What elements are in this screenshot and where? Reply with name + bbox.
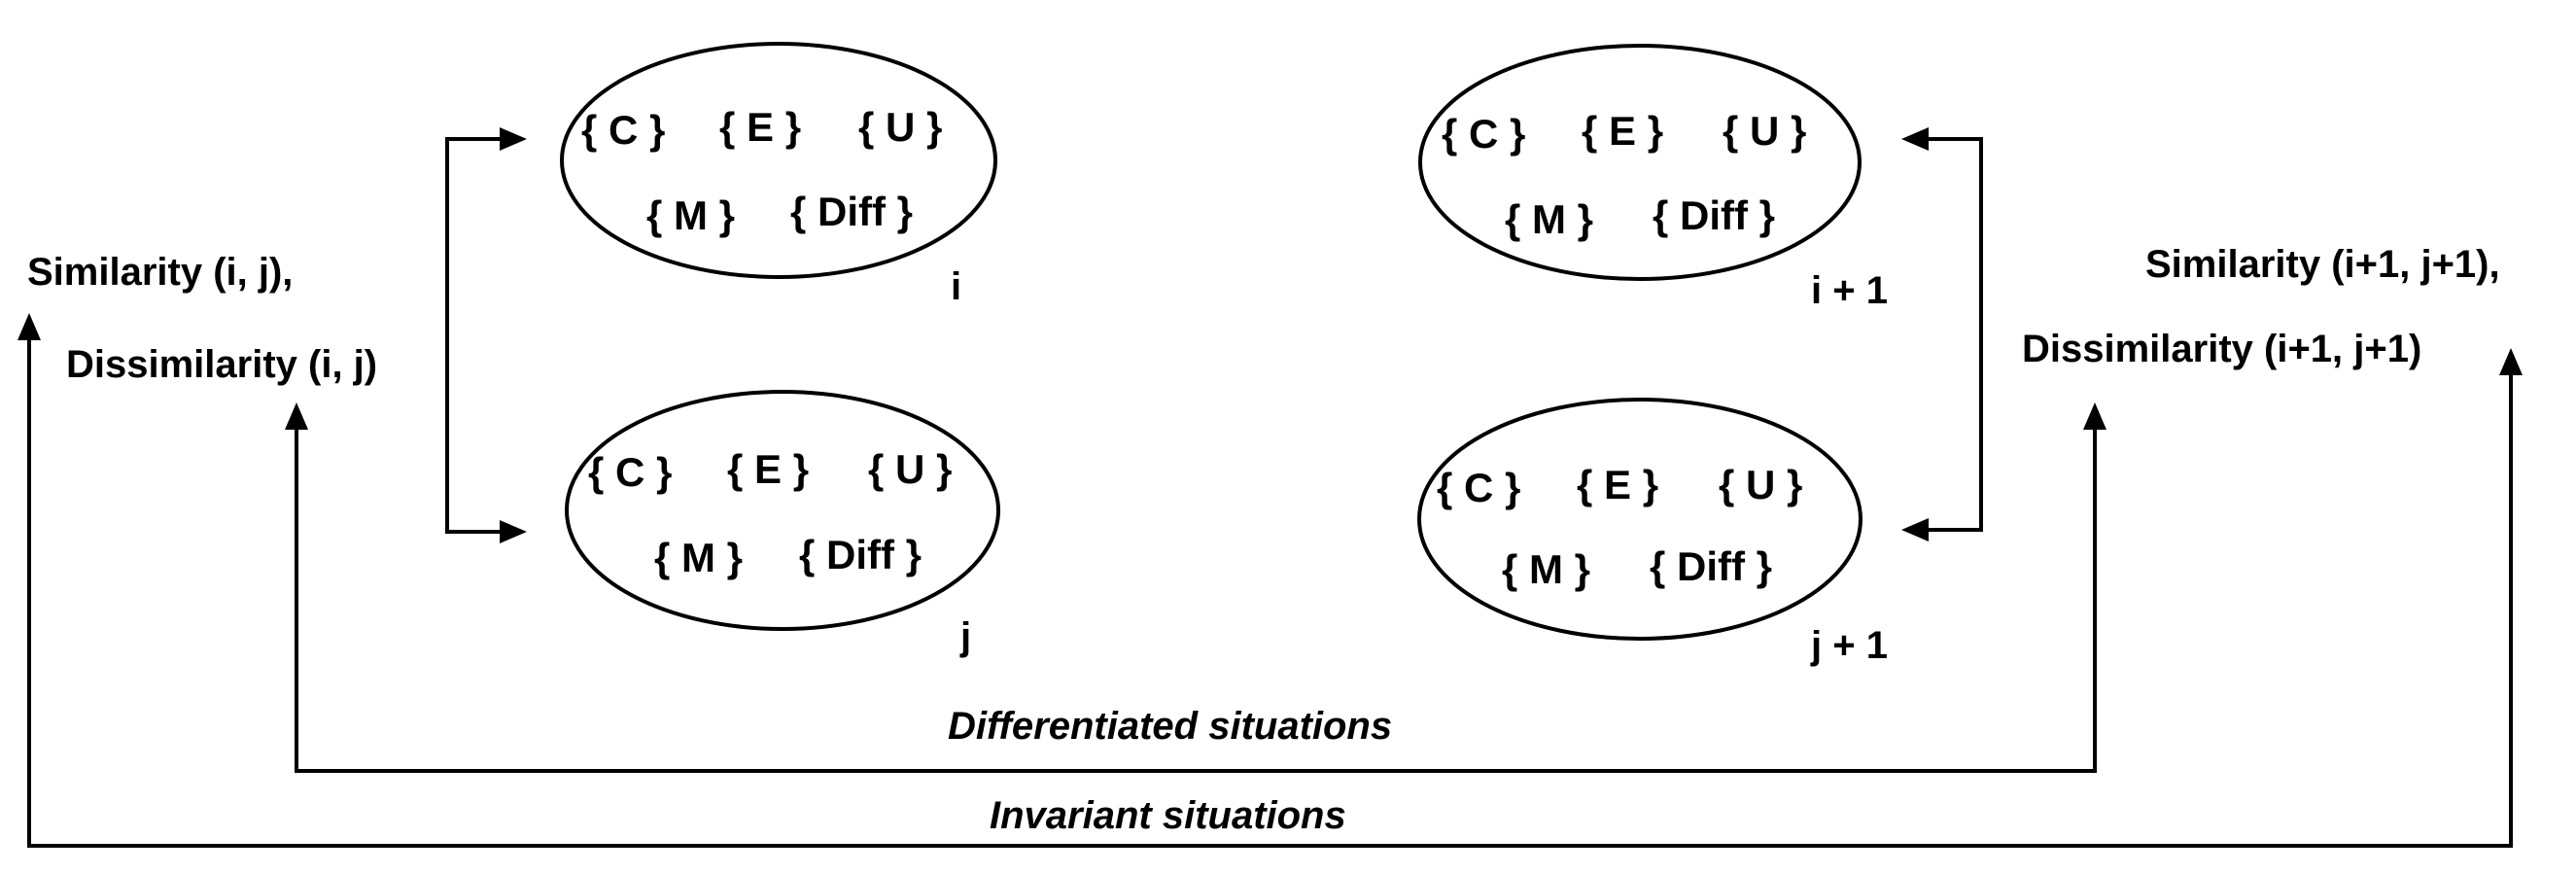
- arrowhead-left-similarity: [17, 313, 41, 340]
- situation-j-set-e: { E }: [727, 446, 809, 492]
- situation-i-set-m: { M }: [646, 192, 735, 238]
- situation-j-plus-1-ellipse: [1417, 398, 1862, 641]
- right-bracket-line: [1921, 137, 1983, 532]
- situation-j-set-c: { C }: [588, 449, 672, 495]
- situation-j-plus-1: { C } { E } { U } { M } { Diff } j + 1: [1417, 398, 1888, 667]
- situation-i-set-c: { C }: [581, 107, 665, 153]
- situation-j-plus-1-set-u: { U }: [1719, 462, 1802, 507]
- differentiated-situations-label: Differentiated situations: [948, 705, 1392, 748]
- situation-i-set-u: { U }: [858, 104, 942, 150]
- situation-j-ellipse: [565, 390, 1000, 631]
- right-bracket-connector: [1901, 127, 1983, 541]
- left-similarity-label: Similarity (i, j),: [27, 251, 293, 294]
- situation-j-plus-1-set-diff: { Diff }: [1650, 543, 1772, 589]
- situation-j-plus-1-set-c: { C }: [1437, 465, 1520, 510]
- arrowhead-left-dissimilarity: [285, 402, 308, 430]
- situation-j-set-diff: { Diff }: [799, 532, 922, 577]
- situation-i-plus-1-set-c: { C }: [1442, 111, 1525, 157]
- situation-i-plus-1-ellipse: [1418, 44, 1862, 281]
- situation-j-plus-1-label: j + 1: [1810, 624, 1888, 667]
- situation-j-set-u: { U }: [868, 446, 952, 492]
- arrowhead-right-similarity: [2499, 348, 2523, 375]
- situation-j-label: j: [959, 615, 971, 658]
- situation-i-set-diff: { Diff }: [790, 189, 913, 234]
- situation-i: { C } { E } { U } { M } { Diff } i: [560, 42, 997, 308]
- situation-i-plus-1-label: i + 1: [1811, 269, 1888, 312]
- arrowhead-to-i-plus-1: [1901, 127, 1929, 151]
- right-similarity-label: Similarity (i+1, j+1),: [2145, 243, 2500, 286]
- differentiated-loop-line: [295, 426, 2097, 773]
- differentiated-loop: [285, 402, 2106, 773]
- situation-j-set-m: { M }: [654, 535, 743, 580]
- situation-i-plus-1-set-e: { E }: [1582, 108, 1663, 154]
- situation-i-set-e: { E }: [719, 104, 801, 150]
- situation-i-plus-1-set-u: { U }: [1723, 108, 1806, 154]
- arrowhead-to-i: [500, 127, 527, 151]
- invariant-situations-label: Invariant situations: [990, 794, 1346, 837]
- situation-i-label: i: [951, 265, 961, 308]
- arrowhead-right-dissimilarity: [2083, 402, 2106, 430]
- situation-j-plus-1-set-m: { M }: [1502, 546, 1590, 592]
- left-dissimilarity-label: Dissimilarity (i, j): [66, 343, 377, 386]
- invariant-loop: [17, 313, 2523, 848]
- situation-i-plus-1-set-diff: { Diff }: [1653, 192, 1775, 238]
- situation-j: { C } { E } { U } { M } { Diff } j: [565, 390, 1000, 658]
- situation-j-plus-1-set-e: { E }: [1577, 462, 1658, 507]
- right-dissimilarity-label: Dissimilarity (i+1, j+1): [2022, 328, 2421, 370]
- arrowhead-to-j-plus-1: [1901, 518, 1929, 541]
- left-bracket-line: [445, 137, 507, 534]
- situation-i-plus-1-set-m: { M }: [1505, 196, 1593, 242]
- situation-i-plus-1: { C } { E } { U } { M } { Diff } i + 1: [1418, 44, 1888, 312]
- invariant-loop-line: [27, 335, 2513, 848]
- left-bracket-connector: [445, 127, 527, 543]
- arrowhead-to-j: [500, 520, 527, 543]
- situation-i-ellipse: [560, 42, 997, 279]
